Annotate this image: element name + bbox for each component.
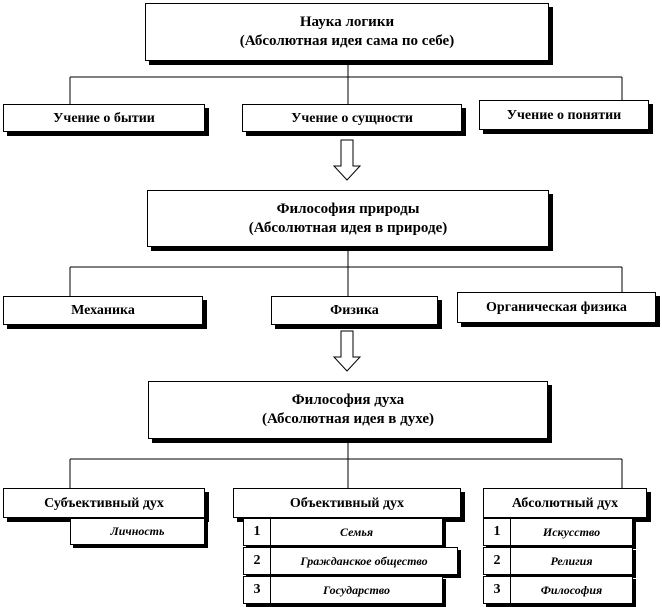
row-label: Государство <box>323 582 390 597</box>
nature-box: Философия природы (Абсолютная идея в при… <box>147 190 549 247</box>
logic-subtitle: (Абсолютная идея сама по себе) <box>239 33 455 49</box>
nature-child-label: Физика <box>330 303 379 318</box>
nature-child-physics: Физика <box>271 296 438 325</box>
logic-child-label: Учение о сущности <box>291 110 413 126</box>
row-number: 3 <box>244 577 271 603</box>
nature-child-organic: Органическая физика <box>457 292 656 323</box>
nature-child-label: Механика <box>71 303 135 318</box>
row-number: 2 <box>484 548 511 574</box>
nature-title: Философия природы <box>276 200 420 217</box>
row-number: 3 <box>484 577 511 603</box>
nature-child-label: Органическая физика <box>486 300 627 315</box>
spirit-box: Философия духа (Абсолютная идея в духе) <box>148 381 548 439</box>
row-number: 1 <box>484 519 511 545</box>
row-label: Религия <box>550 553 593 568</box>
objective-row: 2 Гражданское общество <box>243 547 458 575</box>
row-label: Гражданское общество <box>300 553 428 568</box>
nature-subtitle: (Абсолютная идея в природе) <box>248 219 448 236</box>
row-label: Искусство <box>542 524 601 539</box>
logic-child-essence: Учение о сущности <box>242 104 462 132</box>
absolute-row: 1 Искусство <box>483 518 633 546</box>
row-number: 2 <box>244 548 271 574</box>
row-number: 1 <box>244 519 271 545</box>
logic-child-label: Учение о понятии <box>506 107 622 123</box>
down-arrow-icon <box>332 139 362 181</box>
subjective-item-label: Личность <box>110 524 165 538</box>
logic-child-being: Учение о бытии <box>3 104 205 132</box>
absolute-row: 3 Философия <box>483 576 633 604</box>
objective-spirit-box: Объективный дух <box>233 488 461 518</box>
objective-row: 3 Государство <box>243 576 443 604</box>
row-label: Семья <box>340 524 373 539</box>
row-label: Философия <box>540 582 603 597</box>
spirit-subtitle: (Абсолютная идея в духе) <box>261 411 435 427</box>
nature-child-mechanics: Механика <box>3 296 203 325</box>
down-arrow-icon <box>332 330 362 372</box>
logic-box: Наука логики (Абсолютная идея сама по се… <box>145 3 549 61</box>
absolute-spirit-box: Абсолютный дух <box>483 488 647 518</box>
absolute-spirit-title: Абсолютный дух <box>511 495 619 511</box>
logic-child-concept: Учение о понятии <box>479 100 649 130</box>
objective-row: 1 Семья <box>243 518 443 546</box>
logic-child-label: Учение о бытии <box>53 110 155 126</box>
subjective-item-personality: Личность <box>70 518 205 545</box>
objective-spirit-title: Объективный дух <box>289 495 405 511</box>
absolute-row: 2 Религия <box>483 547 633 575</box>
subjective-spirit-box: Субъективный дух <box>3 488 205 518</box>
logic-title: Наука логики <box>299 14 395 30</box>
subjective-spirit-title: Субъективный дух <box>44 495 164 511</box>
spirit-title: Философия духа <box>291 392 405 408</box>
